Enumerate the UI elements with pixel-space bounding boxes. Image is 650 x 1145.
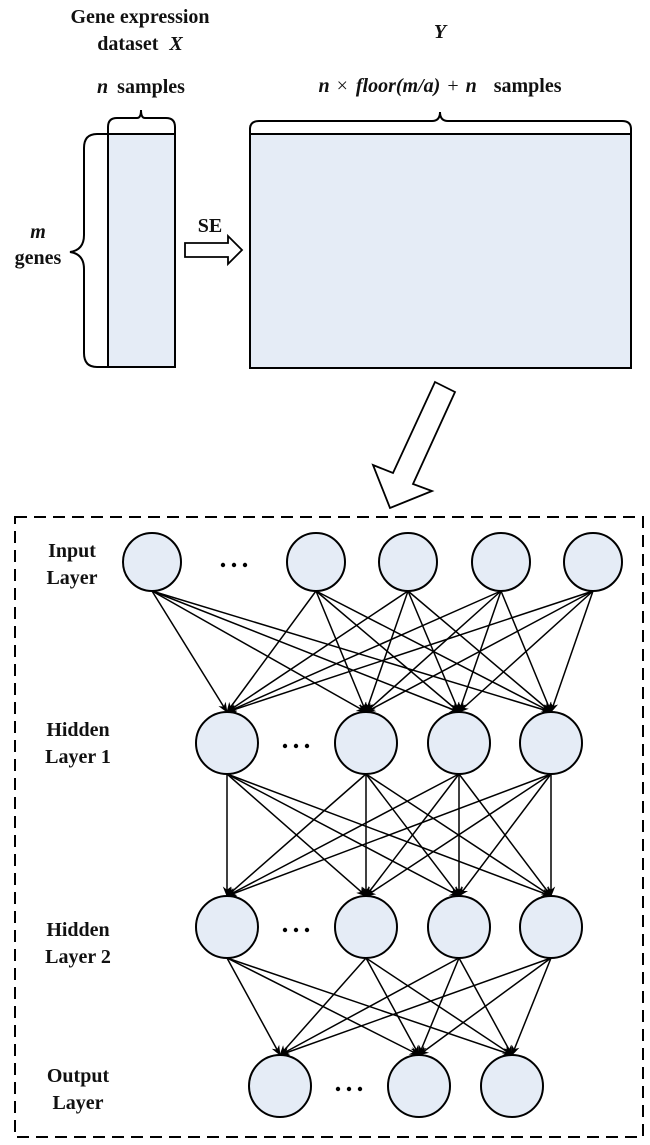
edge-input-layer-1-to-hidden-layer-1-1 [315,590,367,713]
dataset-x-rows-brace [69,133,107,368]
expr-plus: + [447,75,458,97]
edge-hidden-layer-2-2-to-output-layer-1 [418,957,460,1056]
ellipsis-dot [282,927,288,933]
dataset-x-cols-var: n [97,76,108,98]
edge-input-layer-0-to-hidden-layer-1-0 [151,590,228,713]
edge-hidden-layer-1-3-to-hidden-layer-2-0 [226,773,552,897]
se-arrow-icon [184,233,244,267]
hidden-layer-1-label-line1: Hidden [46,719,109,741]
ellipsis-dot [357,1086,363,1092]
edge-hidden-layer-1-3-to-hidden-layer-2-2 [458,773,552,897]
edge-hidden-layer-1-3-to-hidden-layer-2-1 [365,773,552,897]
dataset-x-rows-var: m [30,221,46,243]
edge-hidden-layer-1-2-to-hidden-layer-2-0 [226,773,460,897]
hidden-layer-2-node-3 [519,895,583,959]
ellipsis-dot [293,743,299,749]
expr-n: n [318,75,329,97]
edge-input-layer-4-to-hidden-layer-1-1 [365,590,594,713]
hidden-layer-1-label-line2: Layer 1 [45,746,111,768]
hidden-layer-2-label-line2: Layer 2 [45,946,111,968]
edge-hidden-layer-2-3-to-output-layer-1 [418,957,552,1056]
ellipsis-dot [304,927,310,933]
edge-hidden-layer-2-2-to-output-layer-0 [279,957,460,1056]
edge-hidden-layer-2-3-to-output-layer-0 [279,957,552,1056]
edge-input-layer-0-to-hidden-layer-1-3 [151,590,553,714]
dataset-x-title-word: dataset [97,33,158,55]
expr-n2: n [466,75,477,97]
ellipsis-dot [231,562,237,568]
edge-hidden-layer-2-0-to-output-layer-0 [226,957,281,1056]
edge-hidden-layer-1-1-to-hidden-layer-2-0 [226,773,367,897]
output-layer-label-line2: Layer [52,1092,103,1114]
dataset-y-matrix [249,133,632,369]
input-layer-node-0 [122,532,182,592]
hidden-layer-1-node-0 [195,711,259,775]
dataset-x-title-line1: Gene expression [70,6,209,28]
hidden-layer-2-label-line1: Hidden [46,919,109,941]
edge-input-layer-0-to-hidden-layer-1-1 [151,590,367,713]
network-frame [14,516,644,1138]
input-layer-label-line1: Input [48,540,96,562]
output-layer-ellipsis [335,1086,363,1092]
output-layer-node-0 [248,1054,312,1118]
input-layer-node-4 [563,532,623,592]
network-edges [151,590,594,1056]
dataset-y-cols-brace [249,111,632,134]
dataset-y-title: Y [434,21,448,43]
expr-samples: samples [494,75,562,97]
edge-input-layer-4-to-hidden-layer-1-0 [226,590,594,714]
expr-times: × [337,75,348,97]
ellipsis-dot [242,562,248,568]
hidden-layer-2-node-0 [195,895,259,959]
hidden-layer-1-node-2 [427,711,491,775]
ellipsis-dot [304,743,310,749]
edge-hidden-layer-2-3-to-output-layer-2 [511,957,552,1056]
edge-hidden-layer-2-1-to-output-layer-0 [279,957,367,1056]
dataset-x-matrix [107,133,176,368]
input-layer-label-line2: Layer [46,567,97,589]
output-layer-node-1 [387,1054,451,1118]
edge-input-layer-1-to-hidden-layer-1-0 [226,590,317,713]
dataset-y-cols-label: n × floor(m/a) + n samples [318,75,561,97]
edge-input-layer-4-to-hidden-layer-1-2 [458,590,594,713]
hidden-layer-2-node-2 [427,895,491,959]
edge-input-layer-2-to-hidden-layer-1-0 [226,590,409,713]
input-layer-node-1 [286,532,346,592]
dataset-x-title-line2: dataset X [97,33,183,55]
ellipsis-dot [335,1086,341,1092]
edge-input-layer-0-to-hidden-layer-1-2 [151,590,460,713]
hidden-layer-1-ellipsis [282,743,310,749]
hidden-layer-1-node-3 [519,711,583,775]
output-layer-node-2 [480,1054,544,1118]
dataset-x-var: X [168,33,183,55]
edge-input-layer-3-to-hidden-layer-1-1 [365,590,502,713]
dataset-x-cols-label: n samples [97,76,185,98]
edge-hidden-layer-2-1-to-output-layer-1 [365,957,420,1056]
output-layer-label-line1: Output [47,1065,110,1087]
edge-hidden-layer-1-2-to-hidden-layer-2-1 [365,773,460,897]
edge-input-layer-2-to-hidden-layer-1-1 [365,590,409,713]
input-layer-ellipsis [220,562,248,568]
input-layer-node-2 [378,532,438,592]
hidden-layer-1-node-1 [334,711,398,775]
dataset-x-cols-text: samples [117,76,185,98]
se-label: SE [198,215,222,237]
hidden-layer-2-ellipsis [282,927,310,933]
dataset-x-rows-label: genes [15,247,62,269]
ellipsis-dot [293,927,299,933]
input-layer-node-3 [471,532,531,592]
expr-floor: floor(m/a) [356,75,440,97]
edge-input-layer-4-to-hidden-layer-1-3 [550,590,594,713]
network-nodes [122,532,623,1118]
ellipsis-dot [282,743,288,749]
hidden-layer-2-node-1 [334,895,398,959]
dataset-x-cols-brace [107,109,176,134]
edge-input-layer-3-to-hidden-layer-1-0 [226,590,502,713]
ellipsis-dot [220,562,226,568]
down-arrow-icon [371,380,457,510]
ellipsis-dot [346,1086,352,1092]
